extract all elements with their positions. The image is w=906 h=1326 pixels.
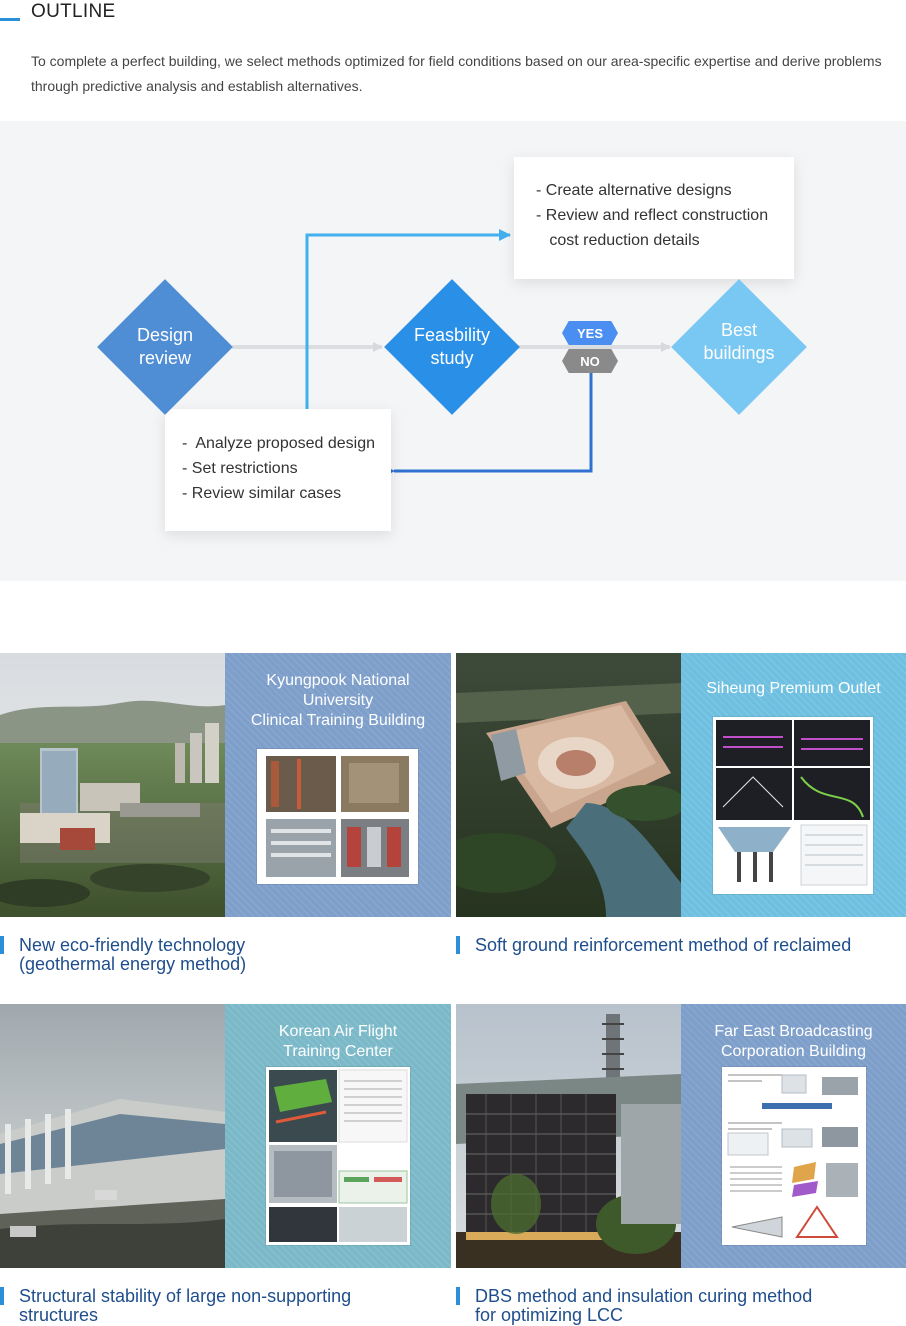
project-photo <box>0 653 225 917</box>
project-title: Far East Broadcasting Corporation Buildi… <box>714 1023 873 1060</box>
project-document-thumbnail <box>257 749 418 884</box>
project-panel: Kyungpook National University Clinical T… <box>225 653 451 917</box>
outline-header: OUTLINE <box>0 0 906 30</box>
project-document-thumbnail <box>266 1067 410 1245</box>
project-panel: Far East Broadcasting Corporation Buildi… <box>681 1004 906 1268</box>
process-flow-diagram: - Create alternative designs - Review an… <box>0 121 906 581</box>
alternatives-note: - Create alternative designs - Review an… <box>514 157 794 279</box>
project-panel: Korean Air Flight Training Center <box>225 1004 451 1268</box>
flow-connector-lines <box>232 229 671 477</box>
feasibility-study-node: Feasbility study <box>384 279 520 415</box>
project-caption: DBS method and insulation curing method … <box>475 1286 813 1325</box>
project-photo <box>0 1004 225 1268</box>
caption-accent-bar <box>456 936 460 954</box>
feasibility-study-label: Feasbility study <box>413 325 491 368</box>
note-line: - Review similar cases <box>182 485 342 502</box>
note-line: - Review and reflect construction <box>536 207 769 224</box>
outline-title: OUTLINE <box>31 1 116 22</box>
caption-accent-bar <box>0 1287 4 1305</box>
note-line: - Set restrictions <box>182 460 298 477</box>
caption-accent-bar <box>456 1287 460 1305</box>
arrow-no-return <box>383 373 593 477</box>
outline-accent-bar <box>0 18 20 21</box>
no-badge: NO <box>562 349 618 373</box>
project-panel: Siheung Premium Outlet <box>681 653 906 917</box>
project-photo <box>456 1004 681 1268</box>
yes-badge: YES <box>562 321 618 345</box>
project-caption: New eco-friendly technology (geothermal … <box>19 935 247 974</box>
note-line: - Analyze proposed design <box>182 435 376 452</box>
best-buildings-node: Best buildings <box>671 279 807 415</box>
project-photo <box>456 653 681 917</box>
project-card-siheung[interactable]: Siheung Premium Outlet <box>456 653 906 917</box>
project-caption: Soft ground reinforcement method of recl… <box>475 935 852 955</box>
project-document-thumbnail <box>722 1067 866 1245</box>
note-line: - Create alternative designs <box>536 182 732 199</box>
project-card-kyungpook[interactable]: Kyungpook National University Clinical T… <box>0 653 451 917</box>
caption-accent-bar <box>0 936 4 954</box>
best-buildings-label: Best buildings <box>703 320 775 363</box>
project-card-far-east-broadcasting[interactable]: Far East Broadcasting Corporation Buildi… <box>456 1004 906 1268</box>
project-caption: Structural stability of large non-suppor… <box>19 1286 352 1325</box>
design-review-node: Design review <box>97 279 233 415</box>
review-note: - Analyze proposed design - Set restrict… <box>165 409 391 531</box>
project-title: Siheung Premium Outlet <box>706 680 881 697</box>
arrow-to-alternatives <box>305 229 511 409</box>
outline-description: To complete a perfect building, we selec… <box>31 53 882 94</box>
project-title: Korean Air Flight Training Center <box>278 1023 398 1060</box>
project-card-korean-air[interactable]: Korean Air Flight Training Center <box>0 1004 451 1268</box>
note-line: cost reduction details <box>536 232 700 249</box>
project-document-thumbnail <box>713 717 873 894</box>
design-review-label: Design review <box>136 325 194 368</box>
project-title: Kyungpook National University Clinical T… <box>250 672 426 729</box>
